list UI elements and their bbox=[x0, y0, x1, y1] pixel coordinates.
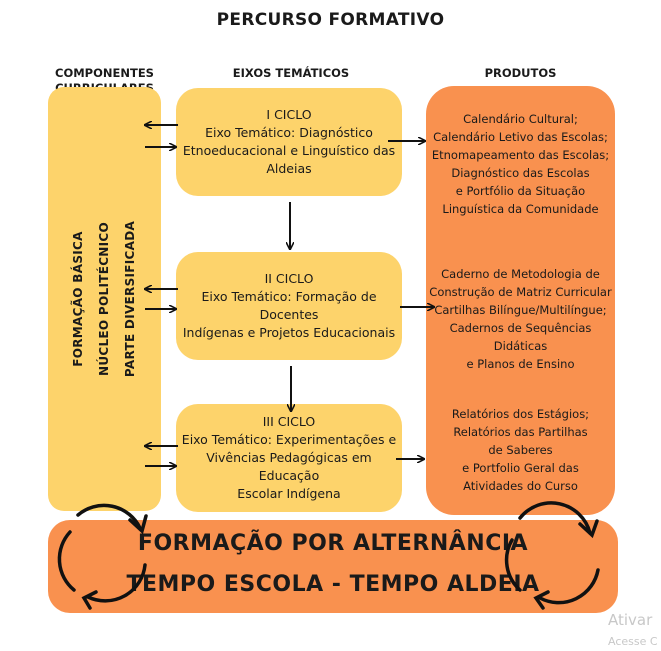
watermark-line-2: Acesse C bbox=[608, 635, 658, 648]
alternancia-banner bbox=[48, 520, 618, 613]
cycle-2-text: Eixo Temático: Formação de Docentes Indí… bbox=[182, 289, 396, 340]
cycle-arrows-icon bbox=[504, 501, 600, 610]
diagram-title: PERCURSO FORMATIVO bbox=[216, 10, 445, 30]
curricular-components-column: FORMAÇÃO BÁSICA NÚCLEO POLITÉCNICO PARTE… bbox=[48, 87, 161, 511]
cycle-1-text: Eixo Temático: Diagnóstico Etnoeducacion… bbox=[182, 125, 396, 176]
banner-line-2: TEMPO ESCOLA - TEMPO ALDEIA bbox=[126, 572, 540, 597]
cycle-3-box: III CICLO Eixo Temático: Experimentações… bbox=[176, 404, 402, 512]
products-column bbox=[426, 86, 615, 515]
cycle-1-box: I CICLO Eixo Temático: Diagnóstico Etnoe… bbox=[176, 88, 402, 196]
header-produtos: PRODUTOS bbox=[484, 66, 557, 80]
cycle-2-label: II CICLO bbox=[264, 271, 314, 286]
products-cycle-3: Relatórios dos Estágios; Relatórios das … bbox=[451, 407, 590, 493]
cycle-1-label: I CICLO bbox=[266, 107, 312, 122]
cycle-3-label: III CICLO bbox=[262, 414, 316, 429]
products-cycle-1: Calendário Cultural; Calendário Letivo d… bbox=[431, 112, 610, 216]
cycle-2-box: II CICLO Eixo Temático: Formação de Doce… bbox=[176, 252, 402, 360]
cycle-3-text: Eixo Temático: Experimentações e Vivênci… bbox=[181, 432, 397, 501]
cycle-arrows-icon bbox=[57, 503, 148, 610]
products-cycle-2: Caderno de Metodologia de Construção de … bbox=[429, 267, 612, 371]
banner-line-1: FORMAÇÃO POR ALTERNÂNCIA bbox=[137, 531, 529, 556]
header-eixos: EIXOS TEMÁTICOS bbox=[232, 66, 350, 80]
watermark-line-1: Ativar bbox=[608, 611, 653, 629]
